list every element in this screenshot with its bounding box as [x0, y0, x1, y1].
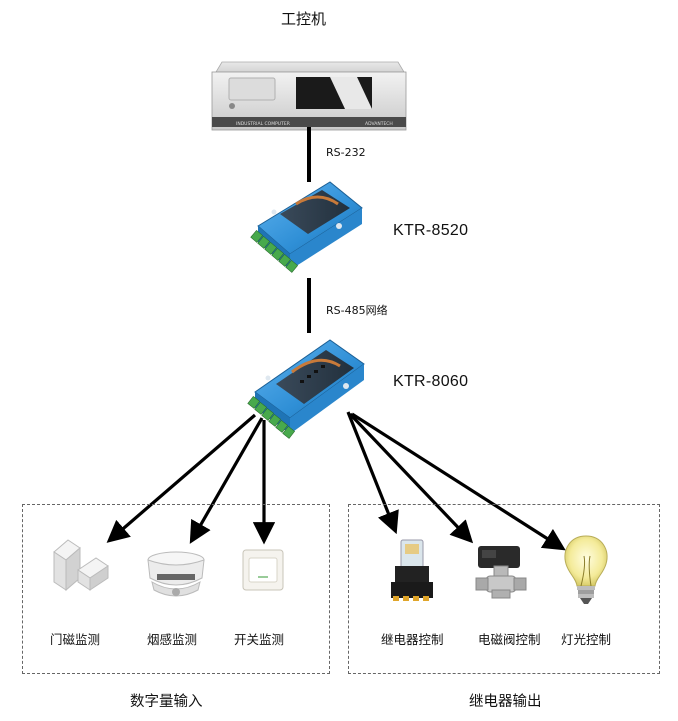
digital-input-title: 数字量输入: [130, 694, 203, 710]
arrow-bulb: [351, 412, 566, 551]
light-control-label: 灯光控制: [561, 632, 612, 647]
connection-arrows: [106, 411, 566, 551]
arrow-smoke: [189, 417, 264, 544]
computer-title: 工控机: [281, 10, 327, 28]
ktr-8520-module-icon: [250, 181, 363, 273]
arrow-relay: [346, 411, 399, 535]
ktr-8060-module-icon: [247, 339, 365, 439]
industrial-computer-icon: INDUSTRIAL COMPUTER ADVANTECH: [211, 61, 407, 131]
ktr-8520-label: KTR-8520: [393, 222, 469, 239]
switch-monitor-label: 开关监测: [234, 632, 285, 647]
rs485-label: RS-485网络: [326, 304, 388, 317]
wall-switch-icon: [242, 549, 284, 591]
rs232-label: RS-232: [326, 146, 366, 159]
pc-front-text: INDUSTRIAL COMPUTER: [236, 121, 290, 127]
door-sensor-icon: [53, 539, 109, 592]
solenoid-valve-icon: [475, 546, 527, 599]
relay-output-title: 继电器输出: [469, 694, 542, 710]
valve-control-label: 电磁阀控制: [478, 632, 541, 647]
relay-control-label: 继电器控制: [381, 632, 444, 647]
arrow-door: [106, 413, 257, 543]
light-bulb-icon: [564, 535, 608, 604]
ktr-8060-label: KTR-8060: [393, 373, 469, 390]
door-sensor-label: 门磁监测: [50, 632, 101, 647]
digital-input-group-box: [22, 504, 330, 674]
relay-output-group-box: [348, 504, 660, 674]
smoke-detector-icon: [147, 551, 205, 597]
pc-brand: ADVANTECH: [365, 121, 393, 127]
arrow-valve: [348, 412, 474, 544]
smoke-detector-label: 烟感监测: [147, 632, 198, 647]
relay-icon: [391, 539, 433, 601]
